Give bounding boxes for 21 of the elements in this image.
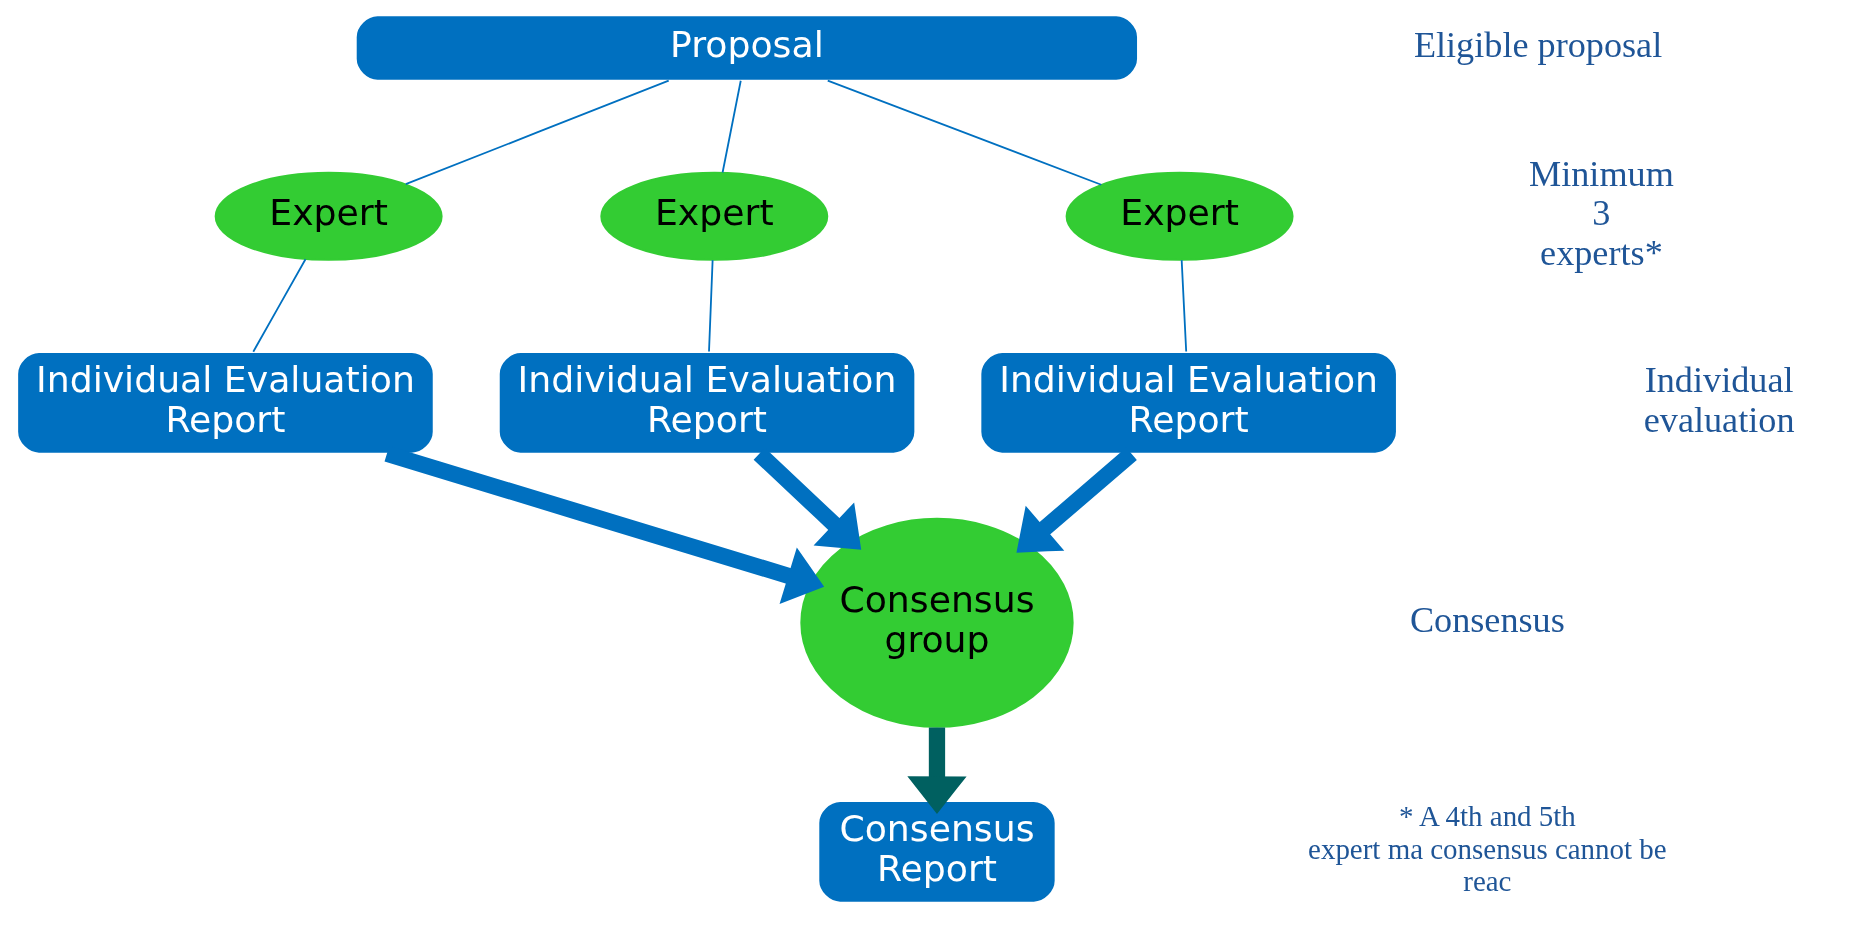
- label: Minimum 3 experts*: [1529, 153, 1674, 274]
- connector: [404, 79, 670, 186]
- node-box: Individual Evaluation Report: [497, 351, 917, 455]
- label: Consensus: [1409, 599, 1565, 640]
- connector: [708, 259, 714, 353]
- node-box: Consensus Report: [817, 800, 1057, 904]
- node-ellipse: Consensus group: [800, 517, 1074, 728]
- node-ellipse: Expert: [600, 171, 829, 261]
- node-box: Individual Evaluation Report: [979, 351, 1398, 455]
- connector: [252, 258, 307, 353]
- connector: [826, 79, 1103, 186]
- connector: [721, 79, 742, 174]
- label: * A 4th and 5th expert ma consensus cannot be reac: [1308, 800, 1667, 898]
- label: Eligible proposal: [1413, 25, 1663, 66]
- label: Individual evaluation: [1643, 359, 1795, 440]
- node-ellipse: Expert: [1065, 171, 1294, 261]
- node-box: Proposal: [354, 14, 1139, 82]
- connector: [1180, 259, 1188, 353]
- node-box: Individual Evaluation Report: [16, 351, 435, 455]
- arrow: [907, 727, 967, 814]
- node-ellipse: Expert: [214, 171, 443, 261]
